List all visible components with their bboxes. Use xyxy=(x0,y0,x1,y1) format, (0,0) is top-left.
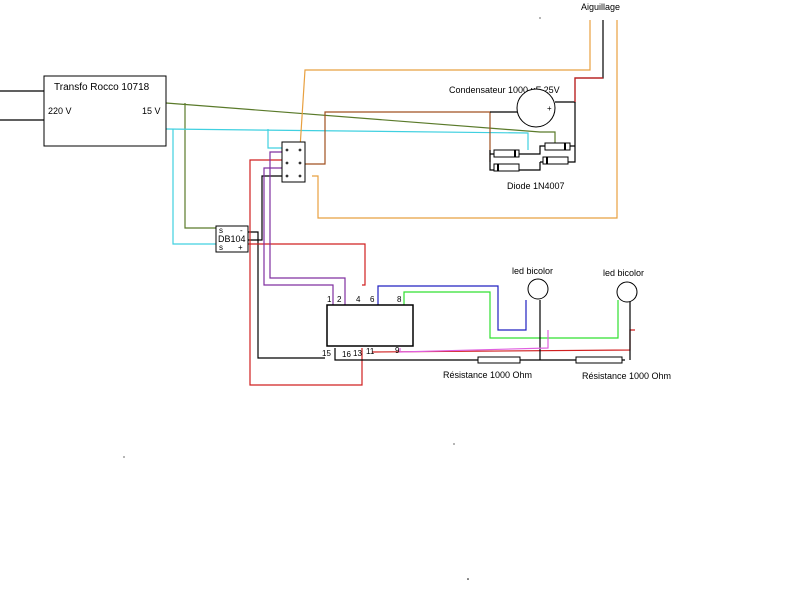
diode-1 xyxy=(544,142,571,151)
diode-4 xyxy=(493,163,520,172)
wire-black-switch-rail xyxy=(248,175,282,241)
bridge-pin-s-top: s xyxy=(219,226,223,235)
ic-pin-15: 15 xyxy=(322,349,331,358)
diode-4-band xyxy=(497,164,499,171)
speck-2 xyxy=(123,456,125,458)
ic-pin-16: 16 xyxy=(342,350,351,359)
ic-pin-11: 11 xyxy=(366,347,375,356)
resistor-2 xyxy=(575,356,623,364)
transformer-box xyxy=(43,75,167,147)
wire-orange-lower xyxy=(312,20,618,219)
resistor-2-label: Résistance 1000 Ohm xyxy=(582,371,671,381)
wire-purple-1 xyxy=(269,151,346,305)
wire-green-led xyxy=(403,291,619,339)
resistor-1-label: Résistance 1000 Ohm xyxy=(443,370,532,380)
ic-pin-6: 6 xyxy=(370,295,375,304)
wire-green-db104 xyxy=(184,103,218,229)
transformer: Transfo Rocco 10718 220 V 15 V xyxy=(43,75,167,147)
switch xyxy=(281,141,306,183)
capacitor: Condensateur 1000 uF 25V + xyxy=(449,85,560,128)
bridge-box xyxy=(215,225,249,253)
ic-pin-8: 8 xyxy=(397,295,402,304)
speck-1 xyxy=(539,17,541,19)
led-1-label: led bicolor xyxy=(512,266,553,276)
transformer-output-label: 15 V xyxy=(142,106,161,116)
switch-contact-3 xyxy=(285,161,289,165)
bridge-label: DB104 xyxy=(218,234,246,244)
led-2-label: led bicolor xyxy=(603,268,644,278)
bridge-pin-plus: + xyxy=(238,243,243,252)
transformer-label: Transfo Rocco 10718 xyxy=(54,82,150,93)
wire-blue-led1 xyxy=(377,285,527,331)
bridge-pin-minus: - xyxy=(240,226,243,235)
diode-3 xyxy=(493,149,520,158)
switch-box xyxy=(281,141,306,183)
wire-black-db104-out xyxy=(248,231,325,359)
diode-2 xyxy=(542,156,569,165)
bridge-pin-s-bottom: s xyxy=(219,243,223,252)
ic-body xyxy=(326,304,414,347)
integrated-circuit: 1 2 4 6 8 15 16 13 11 9 xyxy=(322,295,414,359)
ic-pin-2: 2 xyxy=(337,295,342,304)
diode-2-band xyxy=(546,157,548,164)
wire-cyan-top xyxy=(165,128,529,150)
diode-1-band xyxy=(564,143,566,150)
wire-brown-switch xyxy=(305,111,491,165)
wire-red-aig xyxy=(574,77,603,102)
capacitor-plus: + xyxy=(547,104,552,113)
diagram-title: Aiguillage xyxy=(581,2,620,12)
wire-red-bottom xyxy=(249,159,363,386)
switch-contact-5 xyxy=(285,174,289,178)
wire-cyan-switch xyxy=(267,129,282,149)
switch-contact-1 xyxy=(285,148,289,152)
led-1 xyxy=(527,278,549,300)
switch-contact-4 xyxy=(298,161,302,165)
led-2 xyxy=(616,281,638,303)
ic-pin-9: 9 xyxy=(395,346,400,355)
wire-black-box-right xyxy=(555,20,604,103)
switch-contact-6 xyxy=(298,174,302,178)
wire-black-resistors xyxy=(334,348,625,361)
leds: led bicolor led bicolor xyxy=(512,266,644,303)
ic-pin-13: 13 xyxy=(353,349,362,358)
capacitor-body xyxy=(516,88,556,128)
speck-4 xyxy=(467,578,469,580)
transformer-input-label: 220 V xyxy=(48,106,72,116)
wire-purple-2 xyxy=(263,167,334,305)
diode-3-band xyxy=(514,150,516,157)
ic-pin-4: 4 xyxy=(356,295,361,304)
diodes: Diode 1N4007 xyxy=(493,142,571,191)
wire-green-15v xyxy=(165,102,556,150)
wire-pink-9 xyxy=(399,330,549,353)
diode-label: Diode 1N4007 xyxy=(507,181,565,191)
wire-red-loop xyxy=(248,243,366,286)
resistors: Résistance 1000 Ohm Résistance 1000 Ohm xyxy=(443,356,671,381)
wires xyxy=(0,20,635,386)
bridge-rectifier: s - DB104 s + xyxy=(215,225,249,253)
speck-3 xyxy=(453,443,455,445)
ic-pin-1: 1 xyxy=(327,295,332,304)
resistor-1 xyxy=(477,356,521,364)
capacitor-label: Condensateur 1000 uF 25V xyxy=(449,85,560,95)
switch-contact-2 xyxy=(298,148,302,152)
wire-cyan-db104 xyxy=(172,129,218,245)
wire-orange-upper xyxy=(299,20,591,149)
